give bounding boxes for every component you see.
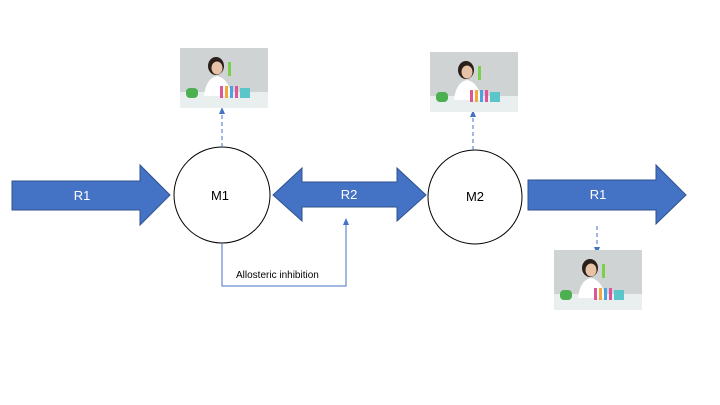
r1-left-arrow: R1	[11, 163, 171, 227]
m2-label: M2	[466, 189, 484, 204]
r1-right-arrow: R1	[527, 163, 687, 226]
r2-double-arrow: R2	[272, 166, 427, 223]
m2-node: M2	[427, 149, 523, 245]
m1-label: M1	[211, 188, 229, 203]
scientist-photo-m1	[180, 48, 268, 108]
allosteric-inhibition-connector	[221, 218, 349, 287]
r1-left-label: R1	[74, 188, 91, 203]
r1-right-label: R1	[590, 187, 607, 202]
scientist-photo-r1	[554, 250, 642, 310]
allosteric-inhibition-label: Allosteric inhibition	[236, 270, 319, 281]
m1-node: M1	[173, 146, 271, 244]
scientist-photo-m2	[430, 52, 518, 112]
r2-label: R2	[341, 187, 358, 202]
